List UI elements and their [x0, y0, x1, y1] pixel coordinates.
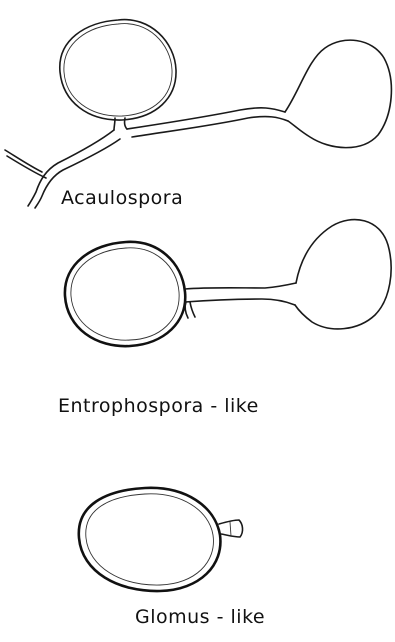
acaulospora-saccule — [285, 40, 391, 147]
entrophospora-spore — [65, 242, 185, 346]
entrophospora-drawing — [65, 220, 391, 347]
acaulospora-spore — [60, 20, 176, 120]
label-entrophospora-like: Entrophospora - like — [58, 395, 259, 417]
entrophospora-saccule — [295, 220, 391, 329]
glomus-spore — [79, 488, 221, 591]
acaulospora-spore-stalk — [114, 118, 115, 130]
label-acaulospora: Acaulospora — [61, 187, 183, 209]
entrophospora-neck — [185, 283, 296, 289]
glomus-drawing — [79, 488, 243, 591]
acaulospora-drawing — [5, 20, 391, 208]
acaulospora-branch — [5, 150, 42, 172]
label-glomus-like: Glomus - like — [135, 606, 265, 628]
